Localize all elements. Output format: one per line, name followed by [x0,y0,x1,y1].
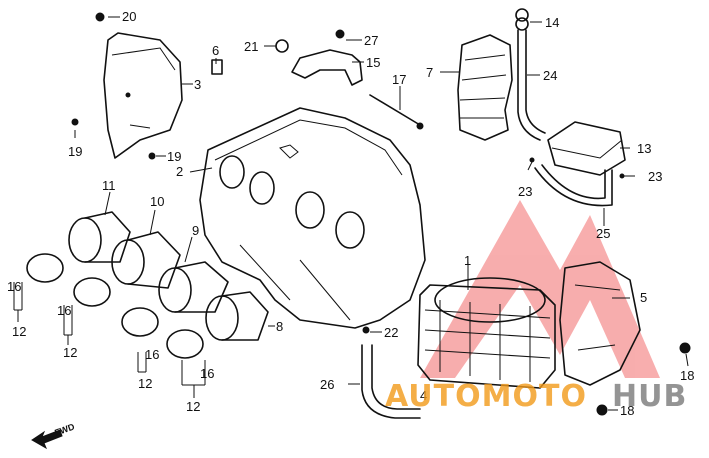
callout-4: 4 [420,388,427,403]
callout-27: 27 [364,33,378,48]
callout-10: 10 [150,194,164,209]
callout-12c: 12 [138,376,152,391]
callout-16a: 16 [7,279,21,294]
watermark-text: AUTOMOTO HUB [385,379,687,414]
callout-19a: 19 [68,144,82,159]
air-cleaner-case [199,107,426,329]
case-cover [103,32,183,159]
callout-26: 26 [320,377,334,392]
callout-12b: 12 [63,345,77,360]
callout-5: 5 [640,290,647,305]
callout-8: 8 [276,319,283,334]
callout-15: 15 [366,55,380,70]
callout-20: 20 [122,9,136,24]
callout-14: 14 [545,15,559,30]
callout-19b: 19 [167,149,181,164]
air-filter-element [417,277,556,389]
breather-hose-24 [515,17,546,141]
callout-18b: 18 [620,403,634,418]
callout-22: 22 [384,325,398,340]
callout-23b: 23 [648,169,662,184]
callout-11: 11 [102,178,116,193]
callout-17: 17 [392,72,406,87]
watermark-brand-part2: HUB [612,379,687,414]
fasteners [71,8,691,416]
long-bolt [369,94,424,130]
callout-12d: 12 [186,399,200,414]
forward-direction-indicator: FWD [31,421,76,450]
side-cover [559,261,641,386]
callout-16d: 16 [200,366,214,381]
breather-chamber [547,121,626,176]
callout-24: 24 [543,68,557,83]
callout-25: 25 [596,226,610,241]
callout-6: 6 [212,43,219,58]
fwd-label: FWD [53,421,76,438]
callout-12a: 12 [12,324,26,339]
intake-duct [457,34,513,141]
callout-16b: 16 [57,303,71,318]
callout-2: 2 [176,164,183,179]
bracket [291,49,363,86]
leader-lines [13,16,689,411]
callout-labels: 1 2 3 4 5 6 7 8 9 10 11 12 12 12 12 13 1… [7,9,694,418]
callout-23a: 23 [518,184,532,199]
callout-9: 9 [192,223,199,238]
watermark-brand-part1: AUTOMOTO [385,379,587,414]
breather-hose-25 [534,164,613,207]
callout-7: 7 [426,65,433,80]
callout-16c: 16 [145,347,159,362]
callout-13: 13 [637,141,651,156]
callout-18a: 18 [680,368,694,383]
hose-clamps [26,253,204,359]
callout-1: 1 [464,253,471,268]
drain-hose-26 [361,344,421,419]
watermark-logo [420,200,660,378]
callout-21: 21 [244,39,258,54]
callout-3: 3 [194,77,201,92]
connecting-tubes [68,211,269,341]
